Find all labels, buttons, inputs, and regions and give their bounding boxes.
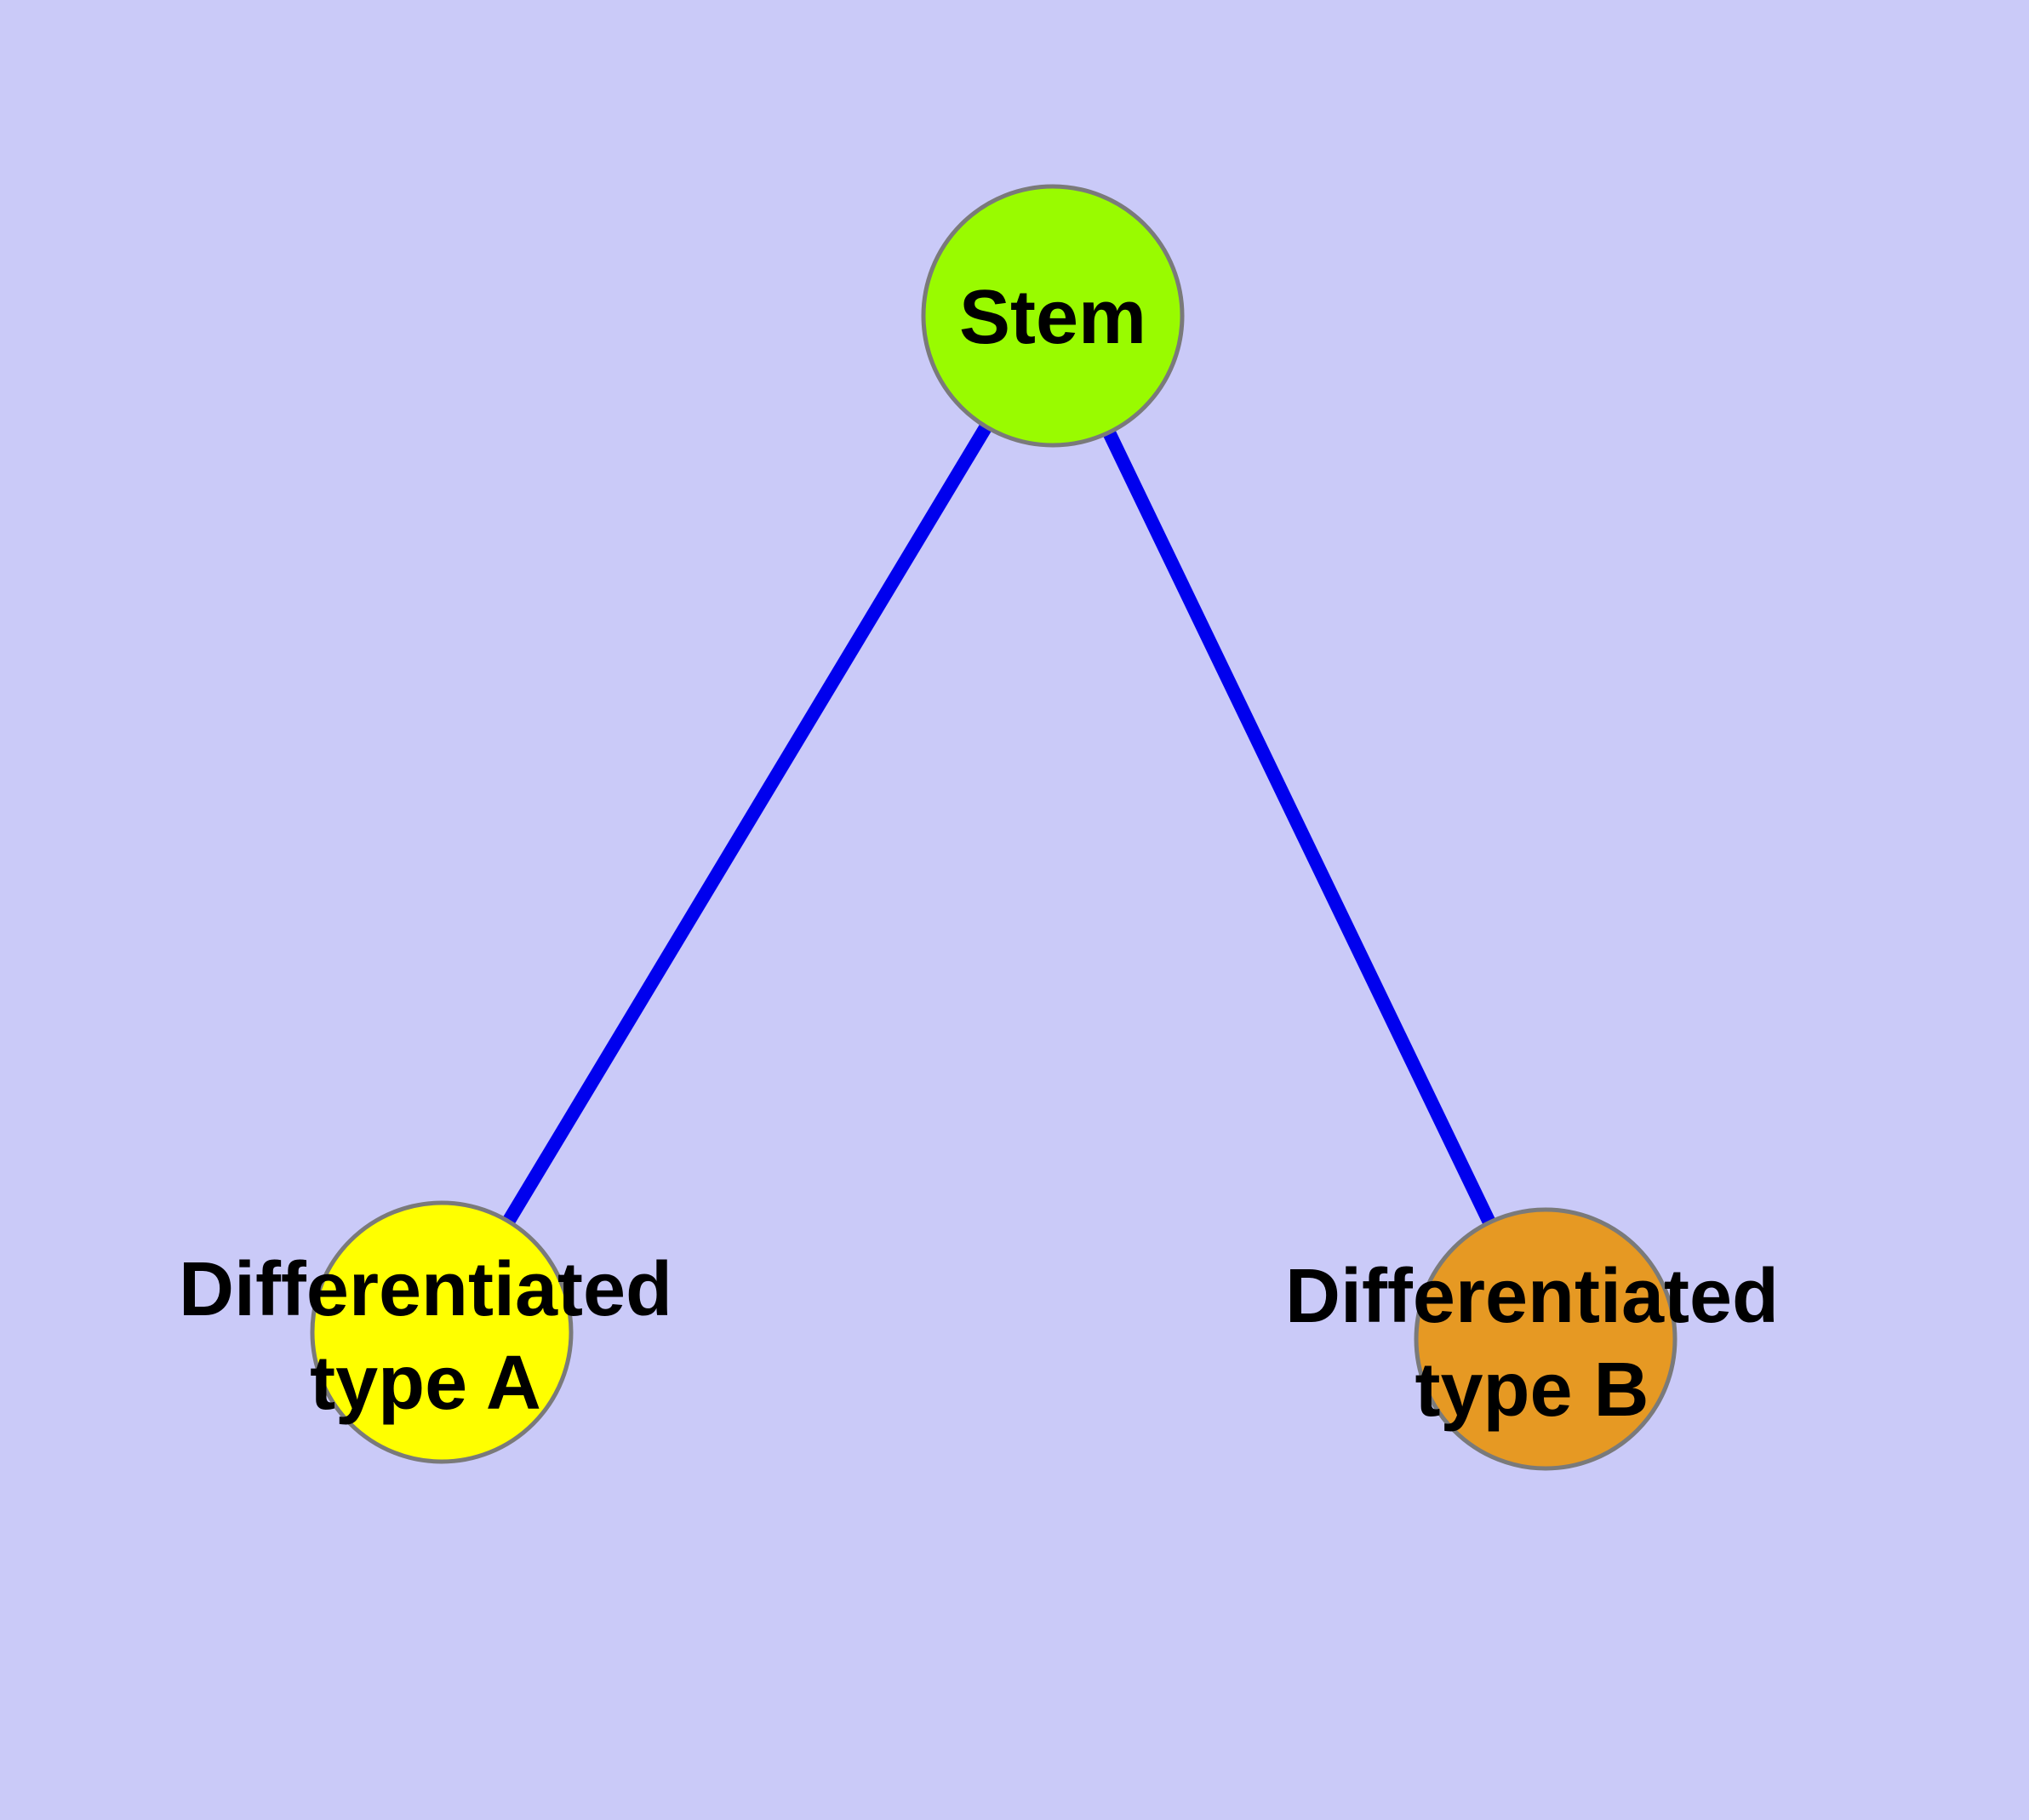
node-type-b-label-line1: Differentiated [1285, 1254, 1779, 1339]
edge-stem-to-type-b [1046, 312, 1552, 1342]
node-type-b-label-line2: type B [1415, 1348, 1649, 1433]
node-type-a [310, 1200, 574, 1464]
node-type-a-label-line2: type A [310, 1341, 541, 1426]
node-stem-label: Stem [959, 275, 1146, 360]
node-type-a-label-line1: Differentiated [179, 1247, 672, 1332]
node-type-b [1414, 1207, 1677, 1471]
edge-stem-to-type-a [436, 312, 1059, 1336]
node-stem [921, 184, 1185, 448]
